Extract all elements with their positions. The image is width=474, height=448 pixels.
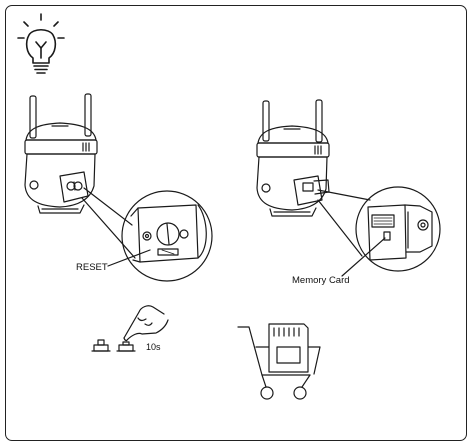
reset-pointer-line <box>107 249 151 267</box>
lightbulb-icon <box>17 13 65 74</box>
reset-label: RESET <box>76 262 108 273</box>
magnifier-memory-card <box>355 186 441 272</box>
magnifier-reset <box>121 190 213 282</box>
callout-line <box>317 199 363 257</box>
reset-button-press <box>91 339 136 352</box>
finger-icon <box>123 305 169 342</box>
memory-pointer-line <box>341 237 386 277</box>
instruction-panel <box>5 5 467 441</box>
hold-time-label: 10s <box>146 342 161 352</box>
memory-card-label: Memory Card <box>292 275 350 286</box>
camera-right <box>256 99 330 217</box>
callout-line <box>317 189 371 201</box>
sd-card-icon <box>268 323 309 373</box>
callout-line <box>83 187 133 226</box>
callout-line <box>81 197 136 259</box>
camera-left <box>24 93 98 214</box>
